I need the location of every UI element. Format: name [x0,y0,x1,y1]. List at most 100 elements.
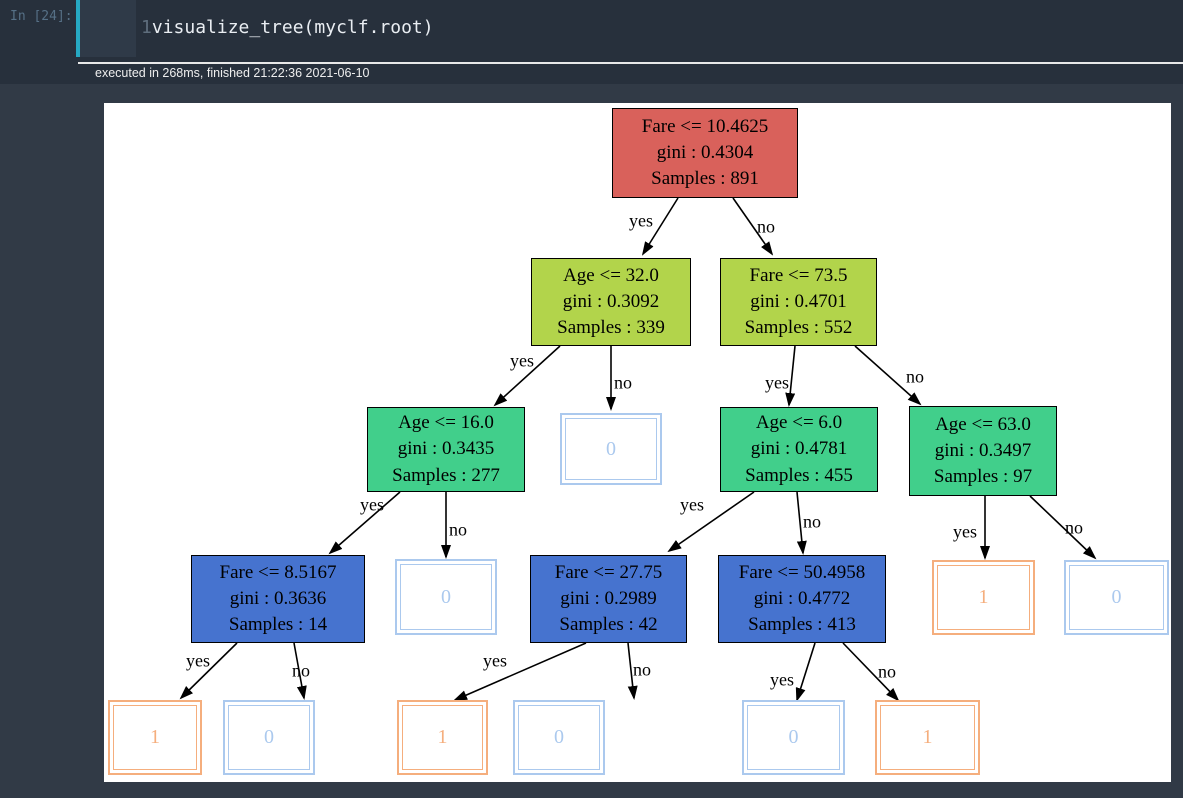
leaf-label: 1 [978,586,989,608]
edge-label-yes: yes [765,372,789,393]
tree-edge [732,197,774,256]
tree-leaf: 1 [397,700,488,775]
tree-node-fare-27: Fare <= 27.75 gini : 0.2989 Samples : 42 [530,555,687,643]
tree-plot-output: yes no yes no yes no yes no yes no yes n… [104,103,1171,782]
edge-label-no: no [1065,517,1083,538]
leaf-inner-border [1069,565,1164,630]
execution-status: executed in 268ms, finished 21:22:36 202… [95,66,370,80]
node-samples: Samples : 42 [559,614,658,635]
node-samples: Samples : 339 [557,317,665,338]
tree-edges-svg [179,197,1097,702]
tree-node-age-16: Age <= 16.0 gini : 0.3435 Samples : 277 [367,407,525,492]
leaf-inner-border [880,705,975,770]
tree-leaf: 0 [223,700,315,775]
tree-leaf: 0 [513,700,605,775]
tree-node-age-32: Age <= 32.0 gini : 0.3092 Samples : 339 [531,258,691,346]
edge-label-no: no [449,519,467,540]
node-gini: gini : 0.3092 [562,290,660,312]
tree-leaf: 1 [875,700,980,775]
tree-leaf: 0 [1064,560,1169,635]
leaf-label: 0 [1111,586,1122,608]
tree-edge [854,345,922,406]
cell-divider [78,62,1183,64]
node-samples: Samples : 14 [228,614,328,635]
edge-label-no: no [803,511,821,532]
edge-label-no: no [878,661,896,682]
leaf-label: 1 [150,726,160,748]
leaf-label: 0 [554,726,564,748]
node-samples: Samples : 97 [933,466,1033,487]
node-condition: Fare <= 27.75 [554,561,663,583]
node-gini: gini : 0.3636 [229,587,327,609]
edge-label-yes: yes [360,494,384,515]
node-condition: Age <= 63.0 [935,413,1031,435]
tree-edge [293,642,307,700]
edge-label-yes: yes [629,210,653,231]
node-gini: gini : 0.4772 [753,587,851,609]
code-input[interactable]: 1visualize_tree(myclf.root) [141,17,434,38]
node-samples: Samples : 455 [745,464,853,486]
edge-label-yes: yes [770,669,794,690]
node-samples: Samples : 277 [392,464,500,486]
tree-edge [795,642,816,702]
edge-label-no: no [906,366,924,387]
tree-edge [493,345,561,407]
node-condition: Fare <= 10.4625 [641,115,769,137]
edge-label-no: no [292,660,310,681]
node-condition: Age <= 6.0 [755,412,843,434]
leaf-label: 0 [441,585,451,608]
node-condition: Fare <= 8.5167 [219,561,337,583]
edge-label-yes: yes [510,350,534,371]
tree-leaf: 0 [742,700,845,775]
leaf-inner-border [402,705,483,770]
node-samples: Samples : 413 [748,614,856,635]
node-condition: Age <= 16.0 [398,412,494,434]
node-gini: gini : 0.4701 [750,290,847,312]
tree-node-fare-50: Fare <= 50.4958 gini : 0.4772 Samples : … [718,555,886,643]
leaf-inner-border [565,418,657,480]
leaf-label: 1 [437,726,448,748]
tree-edge [667,491,755,553]
tree-edge [328,491,401,555]
edge-label-yes: yes [483,650,507,671]
leaf-label: 0 [264,726,274,748]
node-gini: gini : 0.3497 [934,439,1032,461]
tree-edge [641,197,679,256]
leaf-inner-border [228,705,310,770]
cell-header: In [24]: 1visualize_tree(myclf.root) exe… [0,0,1183,84]
leaf-inner-border [937,565,1030,630]
tree-leaf: 1 [932,560,1035,635]
node-gini: gini : 0.2989 [560,587,657,609]
tree-leaf: 1 [108,700,202,775]
tree-edge [179,642,238,700]
tree-edge [785,345,796,407]
edge-label-no: no [757,216,775,237]
node-condition: Fare <= 73.5 [749,264,848,286]
edge-label-yes: yes [953,521,977,542]
tree-node-age-63: Age <= 63.0 gini : 0.3497 Samples : 97 [909,406,1057,496]
tree-edge [1029,495,1097,560]
code-text[interactable]: visualize_tree(myclf.root) [151,17,434,38]
node-condition: Age <= 32.0 [563,264,659,286]
edge-label-yes: yes [680,494,704,515]
leaf-inner-border [747,705,840,770]
node-gini: gini : 0.4781 [750,438,848,460]
cell-gutter [80,0,136,57]
tree-edge [842,642,900,702]
edge-label-yes: yes [186,650,210,671]
tree-node-fare-8: Fare <= 8.5167 gini : 0.3636 Samples : 1… [191,555,365,643]
edge-label-no: no [633,659,651,680]
leaf-label: 0 [606,437,616,460]
node-gini: gini : 0.3435 [397,438,495,460]
line-number: 1 [141,17,152,38]
tree-leaf: 0 [560,413,662,485]
active-cell-indicator [76,0,80,57]
tree-leaf: 0 [395,559,497,635]
tree-edge [453,642,587,701]
leaf-inner-border [518,705,600,770]
input-prompt: In [24]: [10,9,73,24]
leaf-inner-border [113,705,197,770]
tree-node-fare-73: Fare <= 73.5 gini : 0.4701 Samples : 552 [720,258,877,346]
node-samples: Samples : 552 [744,317,853,338]
